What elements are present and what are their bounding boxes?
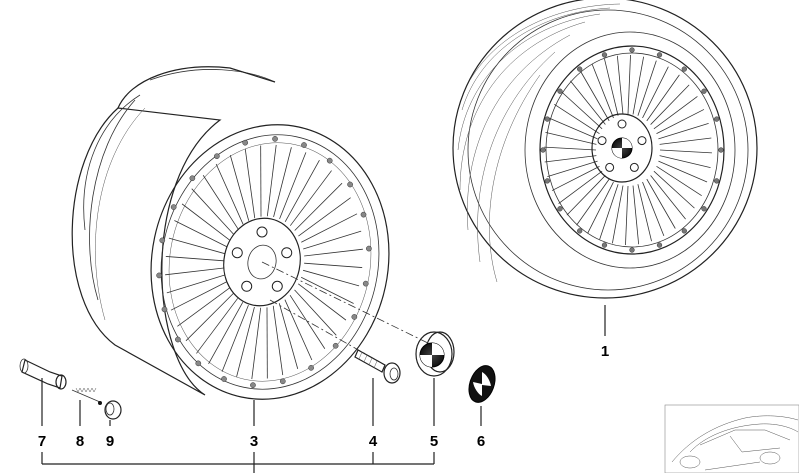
callout-6[interactable]: 6 [477, 433, 485, 450]
valve-core-illustration [71, 387, 102, 405]
hub-cap-illustration [415, 331, 455, 377]
callout-5[interactable]: 5 [430, 433, 438, 450]
callout-7[interactable]: 7 [38, 433, 46, 450]
wheel-bolt-illustration [354, 349, 401, 384]
callout-8[interactable]: 8 [76, 433, 84, 450]
emblem-illustration [468, 365, 496, 403]
leader-lines [41, 305, 606, 473]
rim-illustration [71, 66, 390, 400]
callout-1[interactable]: 1 [601, 343, 609, 360]
vehicle-thumbnail [664, 404, 799, 473]
tire-valve-illustration [19, 358, 67, 390]
complete-wheel-illustration [452, 0, 758, 299]
valve-cap-illustration [104, 400, 122, 420]
callout-3[interactable]: 3 [250, 433, 258, 450]
callout-4[interactable]: 4 [369, 433, 378, 450]
callout-9[interactable]: 9 [106, 433, 114, 450]
